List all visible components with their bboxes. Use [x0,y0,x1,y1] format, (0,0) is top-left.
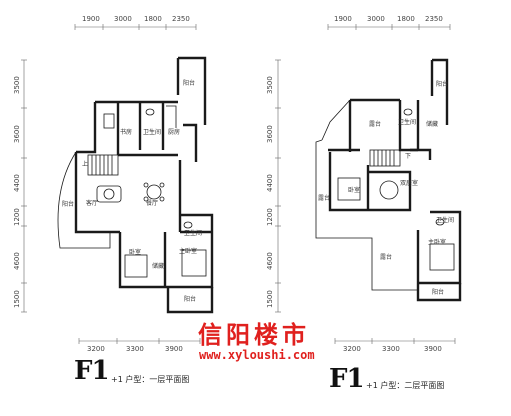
plan1-dim-left-3: 4400 [13,174,21,192]
plan2-dims-bottom [334,338,456,344]
plan2-dim-left-6: 1500 [266,290,274,308]
plan2-dim-top-2: 3000 [367,15,385,23]
plan1-room-living: 客厅 [86,199,98,207]
plan2-dim-top-3: 1800 [397,15,415,23]
plan2-code: F1 [329,364,365,394]
plan1-dim-left-1: 3500 [13,76,21,94]
plan1-dims-left [21,59,27,313]
plan2-room-terrace-top: 露台 [369,120,381,128]
plan2-room-bedroom: 卧室 [348,186,360,194]
plan2-walls [328,58,462,302]
plan1-dim-left-2: 3600 [13,125,21,143]
plan1-dim-top-2: 3000 [114,15,132,23]
plan2-dim-bottom-1: 3200 [343,345,361,353]
plan1-dim-top-4: 2350 [172,15,190,23]
plan1-dim-bottom-2: 3300 [126,345,144,353]
plan2-dims-left [275,59,281,313]
plan2-room-balcony-bottom: 阳台 [432,288,444,296]
plan1-room-balcony-bottom: 阳台 [184,295,196,303]
plan1-stair-up-mark: 上 [82,160,88,168]
plan1-room-dining: 餐厅 [146,199,158,207]
plan1-dims-top [74,24,197,30]
plan2-dim-bottom-2: 3300 [382,345,400,353]
plan1-room-balcony-top: 阳台 [183,79,195,87]
plan1-dim-left-5: 4600 [13,252,21,270]
plan2-room-bath-top: 卫生间 [398,118,416,126]
plan1-room-storage: 储藏 [152,262,164,270]
plan1-dim-bottom-1: 3200 [87,345,105,353]
plan2-room-balcony-top: 阳台 [436,80,448,88]
plan1-room-study: 书房 [120,128,132,136]
plan2-dim-bottom-3: 3900 [424,345,442,353]
plan2-room-terrace-left: 露台 [318,194,330,202]
plan1-dim-left-4: 1200 [13,208,21,226]
plan1: 1900 3000 1800 2350 3500 3600 4400 1200 … [13,15,214,353]
plan1-dim-left-6: 1500 [13,290,21,308]
plan1-room-bedroom: 卧室 [129,248,141,256]
plan2-dim-left-4: 1200 [266,208,274,226]
plan1-room-bath-mid: 卫生间 [184,229,202,237]
plan2-caption: +1 户型：二层平面图 [366,381,445,390]
plan1-dim-top-3: 1800 [144,15,162,23]
plan2-dim-left-3: 4400 [266,174,274,192]
plan2-dims-top [327,24,451,30]
plan2-room-bath-mid: 卫生间 [436,216,454,224]
plan2-stair-down-mark: 下 [405,153,411,160]
plan1-dims-bottom [78,338,201,344]
plan1-details [57,105,207,278]
plan1-code: F1 [74,356,110,386]
plan2-dim-left-1: 3500 [266,76,274,94]
watermark-logo: 信阳楼市 [198,321,310,349]
plan2-room-terrace-bottom: 露台 [380,253,392,261]
plan2-room-master-bedroom: 主卧室 [428,238,446,246]
plan2-dim-left-2: 3600 [266,125,274,143]
plan2-dim-top-1: 1900 [334,15,352,23]
plan1-room-bath-top: 卫生间 [143,128,161,136]
plan1-room-balcony-left: 阳台 [62,200,74,208]
plan1-dim-top-1: 1900 [82,15,100,23]
plan2-room-double-bedroom: 双居室 [400,179,418,187]
plan2-room-storage: 储藏 [426,120,438,128]
plan2-dim-left-5: 4600 [266,252,274,270]
plan1-walls [74,56,214,314]
watermark-url: www.xyloushi.com [199,348,315,362]
plan1-caption: +1 户型：一层平面图 [111,375,190,384]
plan2: 1900 3000 1800 2350 3500 3600 4400 1200 … [266,15,462,353]
plan1-room-master-bedroom: 主卧室 [179,247,197,255]
plan2-details [315,99,455,291]
plan1-room-kitchen: 厨房 [168,128,180,136]
plan2-dim-top-4: 2350 [425,15,443,23]
plan1-dim-bottom-3: 3900 [165,345,183,353]
